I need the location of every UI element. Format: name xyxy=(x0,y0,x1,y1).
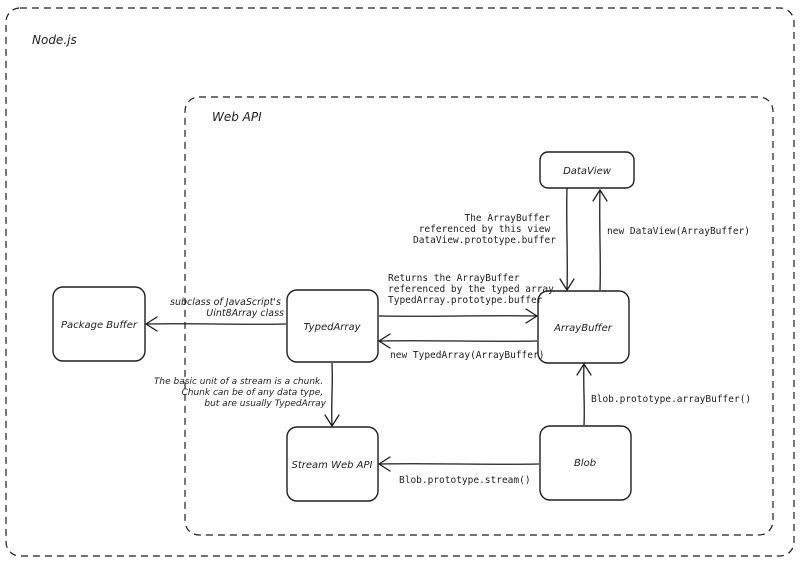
edge-dataview-to-arraybuffer-line-3: DataView.prototype.buffer xyxy=(413,235,556,246)
edge-typedarray-to-arraybuffer-line-1: Returns the ArrayBuffer xyxy=(388,273,520,284)
edge-blob-to-arraybuffer: Blob.prototype.arrayBuffer() xyxy=(576,363,751,426)
node-blob-label: Blob xyxy=(574,458,596,469)
nodejs-frame-label: Node.js xyxy=(32,33,77,47)
edge-typedarray-to-arraybuffer-line-2: referenced by the typed array xyxy=(388,284,554,295)
node-arraybuffer: ArrayBuffer xyxy=(537,290,630,364)
node-typedarray: TypedArray xyxy=(286,289,379,363)
node-package-buffer: Package Buffer xyxy=(52,286,146,362)
node-package-buffer-label: Package Buffer xyxy=(61,320,138,331)
node-typedarray-label: TypedArray xyxy=(303,322,361,333)
edge-dataview-to-arraybuffer-label: The ArrayBuffer referenced by this view … xyxy=(413,213,556,246)
edge-arraybuffer-to-dataview: new DataView(ArrayBuffer) xyxy=(592,189,750,291)
webapi-frame: Web API xyxy=(184,96,774,536)
node-arraybuffer-label: ArrayBuffer xyxy=(553,323,613,334)
edge-typedarray-to-package-buffer: subclass of JavaScript's Uint8Array clas… xyxy=(145,297,287,332)
edge-arraybuffer-to-typedarray: new TypedArray(ArrayBuffer) xyxy=(378,333,544,361)
edge-blob-to-stream: Blob.prototype.stream() xyxy=(378,456,540,486)
edge-typedarray-to-arraybuffer-line-3: TypedArray.prototype.buffer xyxy=(388,295,543,306)
edge-typedarray-to-arraybuffer-label: Returns the ArrayBuffer referenced by th… xyxy=(388,273,560,306)
edge-typedarray-to-package-buffer-line-2: Uint8Array class xyxy=(206,308,284,319)
edge-blob-to-arraybuffer-label: Blob.prototype.arrayBuffer() xyxy=(591,394,751,405)
edge-dataview-to-arraybuffer-line-1: The ArrayBuffer xyxy=(464,213,550,224)
edge-typedarray-to-stream-label: The basic unit of a stream is a chunk. C… xyxy=(154,377,327,409)
edge-typedarray-to-stream-line-1: The basic unit of a stream is a chunk. xyxy=(154,377,323,387)
node-stream-web-api: Stream Web API xyxy=(286,426,379,502)
edge-dataview-to-arraybuffer-line-2: referenced by this view xyxy=(419,224,551,235)
edge-arraybuffer-to-typedarray-label: new TypedArray(ArrayBuffer) xyxy=(390,350,544,361)
edge-typedarray-to-stream: The basic unit of a stream is a chunk. C… xyxy=(154,362,340,427)
edge-blob-to-stream-label: Blob.prototype.stream() xyxy=(399,475,531,486)
edge-typedarray-to-package-buffer-label: subclass of JavaScript's Uint8Array clas… xyxy=(170,297,284,319)
edge-arraybuffer-to-dataview-label: new DataView(ArrayBuffer) xyxy=(607,226,750,237)
edge-dataview-to-arraybuffer: The ArrayBuffer referenced by this view … xyxy=(413,187,575,291)
node-blob: Blob xyxy=(539,425,632,501)
edge-typedarray-to-stream-line-3: but are usually TypedArray xyxy=(204,399,326,409)
node-dataview-label: DataView xyxy=(563,166,612,177)
nodejs-frame: Node.js xyxy=(5,7,795,557)
node-dataview: DataView xyxy=(539,151,635,189)
edge-typedarray-to-arraybuffer: Returns the ArrayBuffer referenced by th… xyxy=(378,273,560,324)
edge-typedarray-to-stream-line-2: Chunk can be of any data type, xyxy=(181,388,323,398)
node-stream-web-api-label: Stream Web API xyxy=(292,460,373,471)
webapi-frame-label: Web API xyxy=(212,110,262,124)
edge-typedarray-to-package-buffer-line-1: subclass of JavaScript's xyxy=(170,297,281,308)
